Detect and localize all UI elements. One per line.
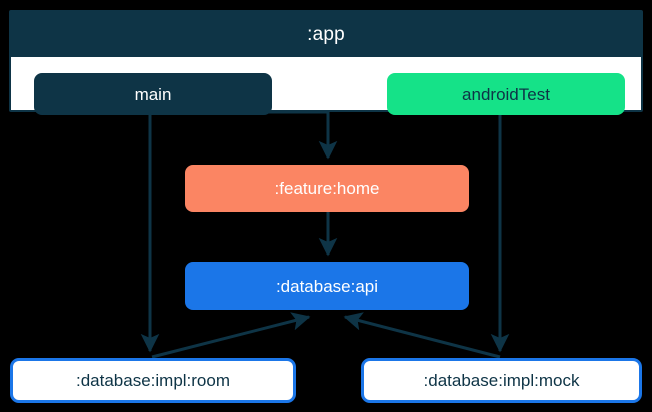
cluster-app-body: main androidTest — [11, 57, 641, 115]
node-feature-home[interactable]: :feature:home — [185, 165, 469, 212]
node-database-api[interactable]: :database:api — [185, 262, 469, 310]
node-android-test[interactable]: androidTest — [387, 73, 625, 115]
edge-room-to-api — [151, 312, 311, 359]
node-database-impl-mock[interactable]: :database:impl:mock — [361, 358, 642, 403]
node-database-impl-room[interactable]: :database:impl:room — [10, 358, 296, 403]
cluster-app[interactable]: :app main androidTest — [9, 10, 643, 115]
edge-mock-to-api — [343, 312, 501, 359]
cluster-app-title: :app — [11, 12, 641, 57]
edge-main-to-feature — [150, 110, 338, 160]
node-main[interactable]: main — [34, 73, 272, 115]
